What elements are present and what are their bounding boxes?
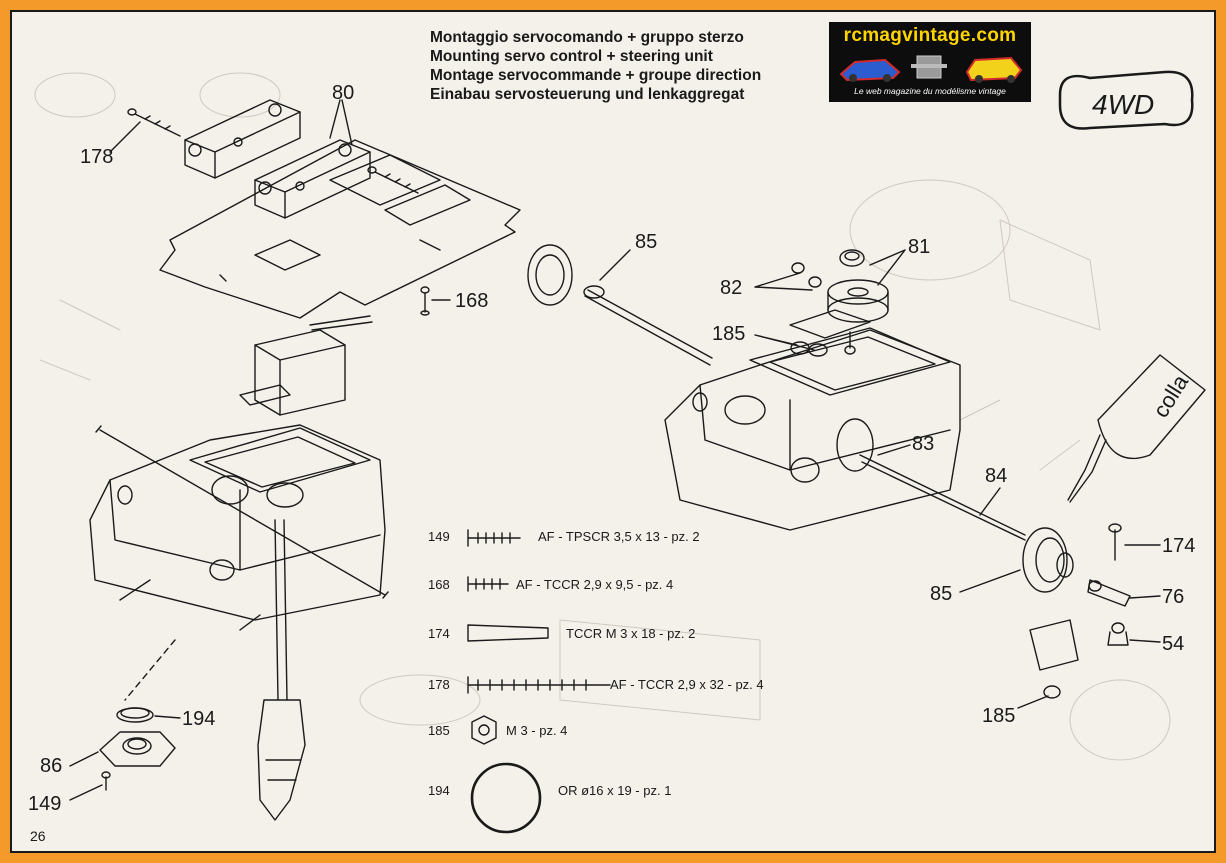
screw-168-drawing — [420, 286, 430, 316]
callout-185-upper: 185 — [712, 323, 745, 345]
callout-54: 54 — [1162, 633, 1184, 655]
parts-legend-drawings — [467, 529, 611, 834]
part-num-178: 178 — [428, 677, 450, 692]
parts-legend: 149 AF - TPSCR 3,5 x 13 - pz. 2 168 AF -… — [428, 529, 764, 798]
callout-84: 84 — [985, 465, 1007, 487]
site-logo-name: rcmagvintage.com — [843, 25, 1017, 46]
screw-178-drawing — [127, 108, 181, 137]
callout-85-upper: 85 — [635, 231, 657, 253]
glue-tube-drawing — [1067, 354, 1206, 503]
part-num-149: 149 — [428, 529, 450, 544]
servo-mount-lower-drawing — [254, 139, 371, 219]
part-num-194: 194 — [428, 783, 450, 798]
logo-cars-icon — [839, 55, 1023, 83]
callout-81: 81 — [908, 236, 930, 258]
title-italian: Montaggio servocomando + gruppo sterzo — [430, 29, 744, 46]
part-desc-149: AF - TPSCR 3,5 x 13 - pz. 2 — [538, 529, 700, 544]
site-logo: rcmagvintage.com Le web magazine du modé… — [829, 22, 1031, 102]
part-desc-185: M 3 - pz. 4 — [506, 723, 567, 738]
callout-174: 174 — [1162, 535, 1195, 557]
callout-168: 168 — [455, 290, 488, 312]
page-titles: Montaggio servocomando + gruppo sterzo M… — [430, 28, 830, 104]
steering-box-right-drawing — [664, 327, 1026, 541]
4wd-badge: 4WD — [1058, 70, 1194, 130]
part-desc-178: AF - TCCR 2,9 x 32 - pz. 4 — [610, 677, 764, 692]
title-english: Mounting servo control + steering unit — [430, 48, 713, 65]
callout-86: 86 — [40, 755, 62, 777]
part-desc-174: TCCR M 3 x 18 - pz. 2 — [566, 626, 695, 641]
background-sketch — [34, 72, 1171, 761]
steering-linkage-lower-drawing — [1022, 523, 1131, 699]
callout-178: 178 — [80, 146, 113, 168]
servo-drawing — [239, 315, 373, 416]
title-french: Montage servocommande + groupe direction — [430, 67, 762, 84]
4wd-badge-text: 4WD — [1092, 89, 1154, 120]
servo-plate-drawing — [159, 139, 521, 319]
steering-box-left-drawing — [89, 424, 389, 631]
callout-80: 80 — [332, 82, 354, 104]
servo-mount-upper-drawing — [184, 99, 301, 179]
lower-assembly-drawing — [99, 639, 176, 791]
site-logo-tagline: Le web magazine du modélisme vintage — [854, 86, 1006, 96]
screw-178b-drawing — [367, 166, 419, 194]
callout-82: 82 — [720, 277, 742, 299]
title-german: Einabau servosteuerung und lenkaggregat — [430, 86, 745, 103]
part-num-185: 185 — [428, 723, 450, 738]
callout-194: 194 — [182, 708, 215, 730]
screwdriver-drawing — [257, 519, 306, 821]
callout-labels: 80 178 85 168 81 82 185 83 84 174 85 76 … — [28, 82, 1195, 815]
leader-lines — [69, 99, 1161, 801]
part-num-168: 168 — [428, 577, 450, 592]
callout-83: 83 — [912, 433, 934, 455]
part-desc-168: AF - TCCR 2,9 x 9,5 - pz. 4 — [516, 577, 673, 592]
part-desc-194: OR ø16 x 19 - pz. 1 — [558, 783, 671, 798]
callout-76: 76 — [1162, 586, 1184, 608]
glue-label: colla — [1148, 370, 1194, 422]
callout-85-lower: 85 — [930, 583, 952, 605]
callout-185-lower: 185 — [982, 705, 1015, 727]
page-number: 26 — [30, 828, 46, 844]
callout-149: 149 — [28, 793, 61, 815]
steering-linkage-upper-drawing — [527, 244, 713, 366]
part-num-174: 174 — [428, 626, 450, 641]
